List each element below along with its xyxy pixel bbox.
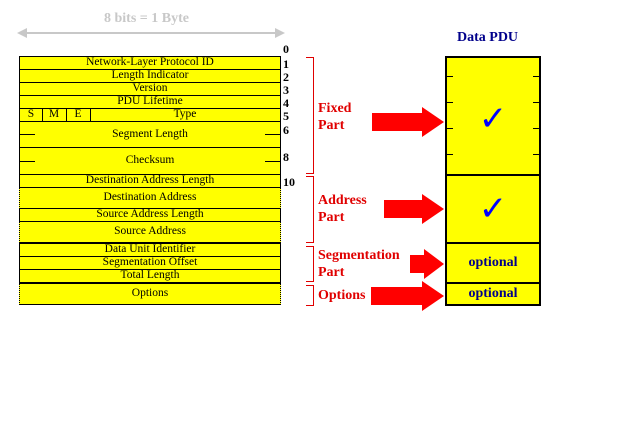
field-type: Type xyxy=(173,108,197,121)
address-part-label: Address Part xyxy=(318,193,367,225)
byte-offset-5: 5 xyxy=(283,109,289,123)
flag-m: M xyxy=(42,109,67,121)
address-part-arrow xyxy=(384,194,444,224)
byte-offset-6: 6 xyxy=(283,123,289,137)
pdu-address-part: ✓ xyxy=(445,174,541,244)
pdu-byte-tick xyxy=(533,76,539,77)
options-label: Options xyxy=(318,288,366,303)
segmentation-part-arrow xyxy=(410,249,444,279)
byte-offset-1: 1 xyxy=(283,57,289,71)
byte-size-label: 8 bits = 1 Byte xyxy=(104,11,189,26)
address-part-bracket xyxy=(306,176,314,243)
options-bracket xyxy=(306,285,314,306)
field-options: Options xyxy=(19,283,281,305)
pdu-byte-tick xyxy=(447,154,453,155)
field-dest-addr-length: Destination Address Length xyxy=(19,174,281,188)
fixed-part-arrow xyxy=(372,107,444,137)
pdu-byte-tick xyxy=(533,154,539,155)
field-checksum: Checksum xyxy=(19,147,281,175)
field-pdu-lifetime: PDU Lifetime xyxy=(19,95,281,109)
field-total-length: Total Length xyxy=(19,269,281,283)
field-seg-offset: Segmentation Offset xyxy=(19,256,281,270)
byte-width-arrows xyxy=(17,28,285,38)
byte-offset-2: 2 xyxy=(283,70,289,84)
pdu-segmentation-part: optional xyxy=(445,242,541,284)
byte-offset-0: 0 xyxy=(283,42,289,56)
field-protocol-id: Network-Layer Protocol ID xyxy=(19,56,281,70)
field-version: Version xyxy=(19,82,281,96)
byte-offset-10: 10 xyxy=(283,175,295,189)
pdu-byte-tick xyxy=(533,102,539,103)
pdu-byte-tick xyxy=(533,128,539,129)
byte-divider-tick xyxy=(265,134,281,135)
pdu-byte-tick xyxy=(447,76,453,77)
fixed-part-label: Fixed Part xyxy=(318,101,352,133)
segmentation-part-bracket xyxy=(306,246,314,282)
flag-s: S xyxy=(20,109,43,121)
segmentation-part-label: Segmentation Part xyxy=(318,248,400,280)
checkmark-icon: ✓ xyxy=(478,189,508,229)
field-segment-length: Segment Length xyxy=(19,121,281,148)
flag-e: E xyxy=(66,109,91,121)
byte-divider-tick xyxy=(19,134,35,135)
data-pdu-title: Data PDU xyxy=(457,30,519,45)
field-length-indicator: Length Indicator xyxy=(19,69,281,83)
fixed-part-bracket xyxy=(306,57,314,174)
byte-width-rule xyxy=(22,32,278,34)
pdu-fixed-part: ✓ xyxy=(445,56,541,176)
pdu-byte-tick xyxy=(447,128,453,129)
pdu-options: optional xyxy=(445,282,541,306)
byte-offset-8: 8 xyxy=(283,150,289,164)
byte-divider-tick xyxy=(265,161,281,162)
field-src-addr: Source Address xyxy=(19,221,281,243)
field-flags-type-row: S M E Type xyxy=(19,108,281,122)
options-arrow xyxy=(371,281,444,311)
field-src-addr-length: Source Address Length xyxy=(19,208,281,222)
pdu-byte-tick xyxy=(447,102,453,103)
byte-offset-3: 3 xyxy=(283,83,289,97)
field-dest-addr: Destination Address xyxy=(19,187,281,209)
byte-divider-tick xyxy=(19,161,35,162)
byte-offset-4: 4 xyxy=(283,96,289,110)
checkmark-icon: ✓ xyxy=(478,99,508,139)
field-data-unit-id: Data Unit Identifier xyxy=(19,243,281,257)
